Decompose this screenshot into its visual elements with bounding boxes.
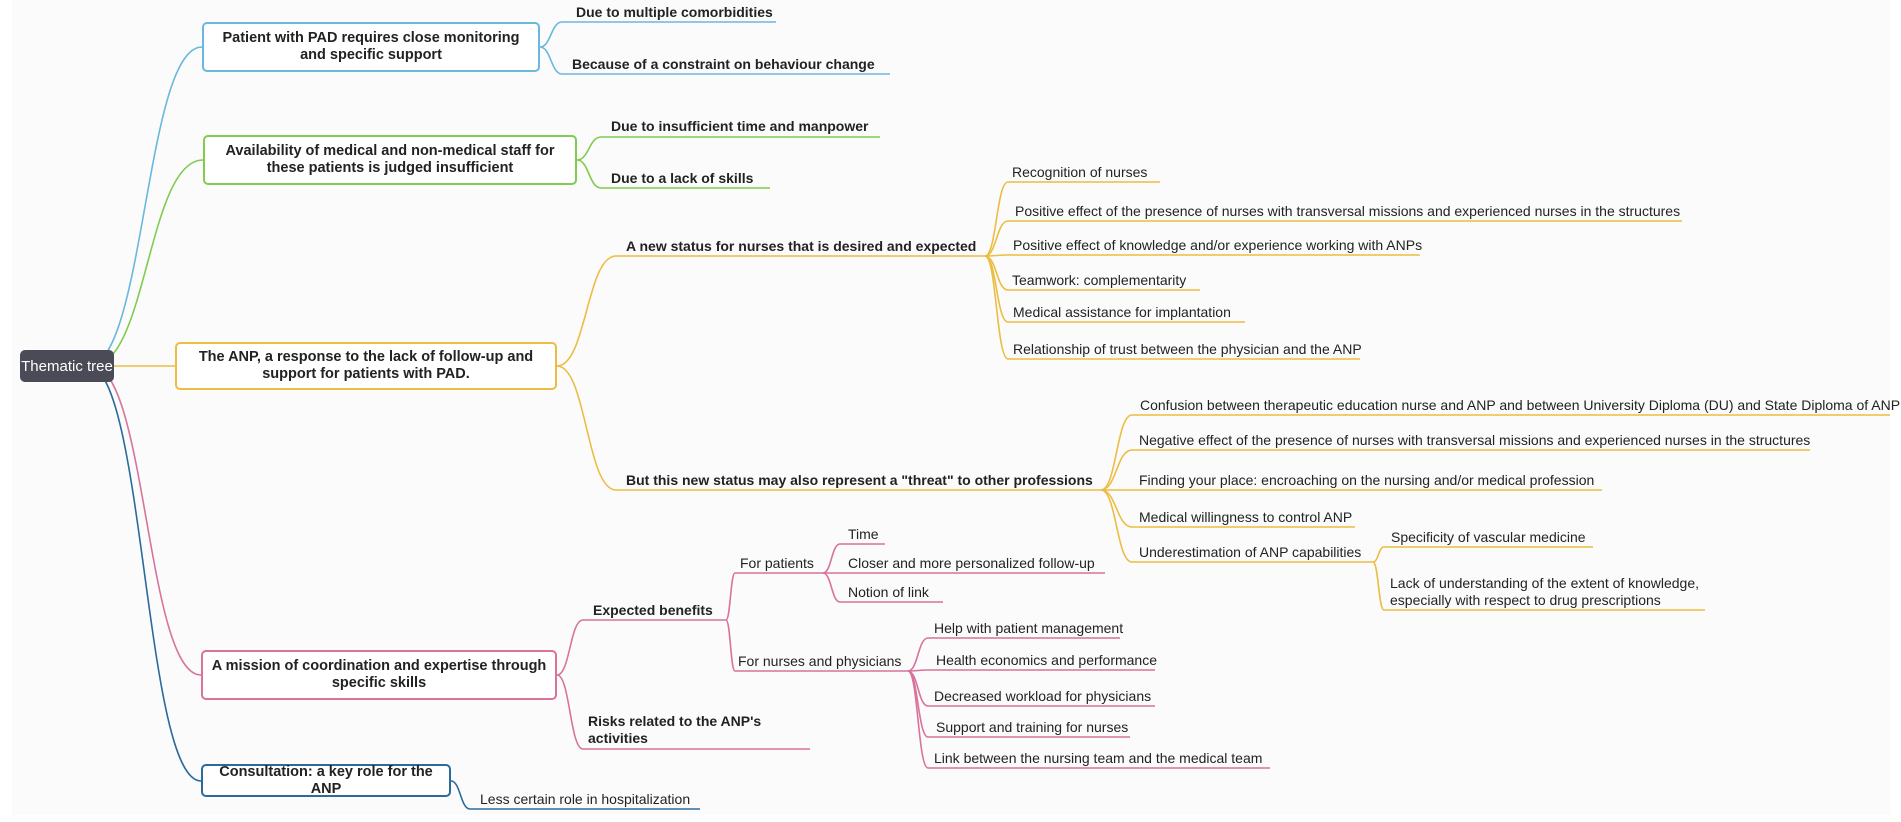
connector xyxy=(556,255,617,367)
connector xyxy=(1100,449,1133,491)
connector xyxy=(1372,546,1385,563)
patients-item-0: Time xyxy=(848,526,879,542)
topic-anp-response[interactable]: The ANP, a response to the lack of follo… xyxy=(175,342,557,390)
nurses-item-4: Link between the nursing team and the me… xyxy=(934,750,1263,766)
label-risks: Risks related to the ANP's activities xyxy=(588,713,762,746)
s1-item-2: Positive effect of knowledge and/or expe… xyxy=(1013,237,1423,253)
connector xyxy=(725,619,736,672)
s1-item-4: Medical assistance for implantation xyxy=(1013,304,1231,320)
s1-item-5: Relationship of trust between the physic… xyxy=(1013,341,1362,357)
s2-item-2: Finding your place: encroaching on the n… xyxy=(1139,472,1595,488)
label-for-nurses: For nurses and physicians xyxy=(738,653,902,669)
label-hospitalization: Less certain role in hospitalization xyxy=(480,791,691,807)
connector xyxy=(984,220,1009,257)
label-new-status: A new status for nurses that is desired … xyxy=(626,238,977,254)
nurses-item-1: Health economics and performance xyxy=(936,652,1158,668)
connector xyxy=(907,670,929,769)
topic-pad-monitoring[interactable]: Patient with PAD requires close monitori… xyxy=(202,22,540,72)
root-to-t4 xyxy=(91,365,202,676)
label-expected-benefits: Expected benefits xyxy=(593,602,713,618)
s2-item-0: Confusion between therapeutic education … xyxy=(1140,397,1901,413)
connector xyxy=(556,619,584,676)
topic-consultation[interactable]: Consultation: a key role for the ANP xyxy=(201,764,451,797)
label-behaviour-change: Because of a constraint on behaviour cha… xyxy=(572,56,875,72)
connector xyxy=(450,780,471,810)
connector xyxy=(1100,489,1133,563)
s2-item-4: Underestimation of ANP capabilities xyxy=(1139,544,1362,560)
connector xyxy=(1100,414,1133,491)
patients-item-1: Closer and more personalized follow-up xyxy=(848,555,1095,571)
topic-staff-availability[interactable]: Availability of medical and non-medical … xyxy=(203,135,577,185)
connector xyxy=(576,136,602,161)
connector xyxy=(907,637,929,672)
s1-item-0: Recognition of nurses xyxy=(1012,164,1148,180)
connector xyxy=(556,365,617,491)
label-insufficient-time: Due to insufficient time and manpower xyxy=(611,118,869,134)
root-to-t1 xyxy=(87,46,203,367)
s1-item-1: Positive effect of the presence of nurse… xyxy=(1015,203,1681,219)
s2-item-3: Medical willingness to control ANP xyxy=(1139,509,1353,525)
connector xyxy=(539,21,563,48)
connector xyxy=(725,572,736,621)
label-for-patients: For patients xyxy=(740,555,814,571)
nurses-item-2: Decreased workload for physicians xyxy=(934,688,1152,704)
connector xyxy=(1100,489,1133,528)
connector xyxy=(984,181,1009,257)
label-lack-of-skills: Due to a lack of skills xyxy=(611,170,754,186)
s2-sub-0: Specificity of vascular medicine xyxy=(1391,529,1586,545)
connector xyxy=(822,543,841,574)
nurses-item-3: Support and training for nurses xyxy=(936,719,1129,735)
patients-item-2: Notion of link xyxy=(848,584,929,600)
nurses-item-0: Help with patient management xyxy=(934,620,1124,636)
s1-item-3: Teamwork: complementarity xyxy=(1012,272,1187,288)
root-node[interactable]: Thematic tree xyxy=(20,350,114,382)
connector xyxy=(1372,561,1385,611)
connector xyxy=(822,572,841,603)
connector xyxy=(539,46,563,75)
s2-sub-1: Lack of understanding of the extent of k… xyxy=(1390,575,1699,608)
label-multiple-comorbidities: Due to multiple comorbidities xyxy=(576,4,773,20)
s2-item-1: Negative effect of the presence of nurse… xyxy=(1139,432,1811,448)
label-threat: But this new status may also represent a… xyxy=(626,472,1093,488)
topic-coordination-mission[interactable]: A mission of coordination and expertise … xyxy=(201,650,557,700)
root-to-t5 xyxy=(87,365,202,782)
connector xyxy=(556,674,584,750)
connector xyxy=(576,159,602,189)
connector xyxy=(984,255,1009,360)
